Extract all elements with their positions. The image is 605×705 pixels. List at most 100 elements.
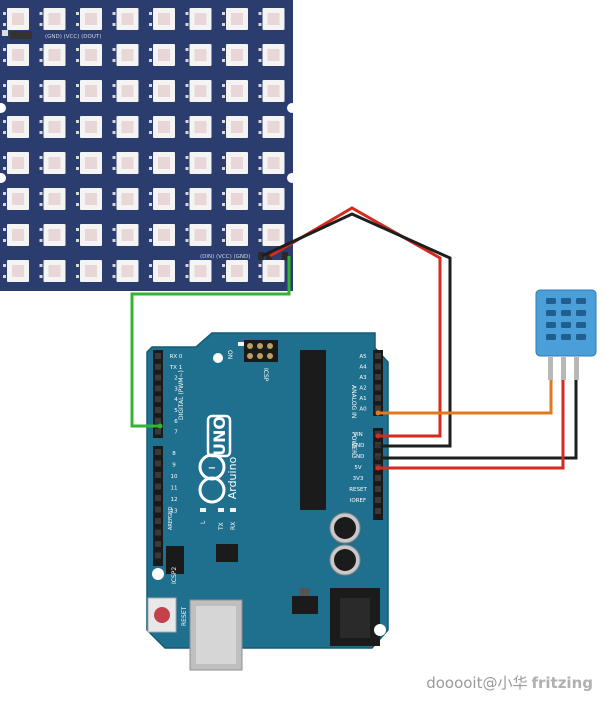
led-pixel xyxy=(185,224,212,246)
logo-minus: − xyxy=(208,463,216,474)
led-pixel xyxy=(149,188,175,210)
led-pixel xyxy=(149,8,175,30)
led-pixel xyxy=(258,260,285,282)
analog-pin-label: A3 xyxy=(359,375,367,381)
led-pixel xyxy=(149,116,175,138)
reset-label: RESET xyxy=(181,606,188,626)
grill-slot xyxy=(561,310,571,316)
digital-pin-label: TX 1 xyxy=(169,365,182,371)
led-pixel xyxy=(76,44,102,66)
junction-dot xyxy=(375,433,381,439)
uno-logo-frame xyxy=(206,414,232,458)
pin-hole xyxy=(375,508,381,514)
led-pixel xyxy=(258,224,285,246)
led-pixel xyxy=(76,8,102,30)
led-pixel xyxy=(185,152,212,174)
icsp-pin xyxy=(257,353,263,359)
digital-pin-label: 3 xyxy=(174,386,178,392)
dht-sensor xyxy=(535,289,597,380)
pin-hole xyxy=(155,407,161,413)
digital-header-top xyxy=(153,350,163,438)
junction-dot xyxy=(375,443,381,449)
led-pixel xyxy=(149,152,175,174)
junction-dot xyxy=(375,410,381,416)
analog-header xyxy=(373,350,383,416)
led-pixel xyxy=(258,80,285,102)
led-pixel xyxy=(76,116,102,138)
sensor-pin xyxy=(561,356,566,380)
led-pixel xyxy=(112,80,139,102)
power-pin-label: GND xyxy=(352,443,365,449)
analog-pin-label: A2 xyxy=(359,386,366,392)
grill-slot xyxy=(576,334,586,340)
digital-pin-label: 5 xyxy=(174,408,178,414)
led-pixel xyxy=(258,116,285,138)
led-pixel xyxy=(149,44,175,66)
led-pixel xyxy=(222,8,248,30)
arduino-pcb xyxy=(146,332,389,649)
wire-sensor-vcc-red xyxy=(378,380,565,470)
arduino-brand-text: Arduino xyxy=(226,456,239,499)
atmega-chip xyxy=(300,350,326,510)
led-pixel xyxy=(185,260,212,282)
led-pixel xyxy=(112,44,139,66)
grill-slot xyxy=(546,334,556,340)
digital-pin-label: 2 xyxy=(174,376,178,382)
led-pixel xyxy=(185,44,212,66)
matrix-top-label: (GND) (VCC) (DOUT) xyxy=(45,34,101,40)
digital-pin-label: RX 0 xyxy=(170,354,183,360)
led-matrix: (GND) (VCC) (DOUT) (DIN) (VCC) (GND) xyxy=(0,0,297,291)
l-led xyxy=(200,508,206,512)
power-pin-label: GND xyxy=(352,454,365,460)
led-pixel xyxy=(39,188,66,210)
pin-hole xyxy=(155,417,161,424)
watermark-author: dooooit@小华 xyxy=(426,674,528,692)
on-led xyxy=(238,342,244,346)
pin-hole xyxy=(155,552,161,559)
icsp-pin xyxy=(247,343,253,349)
led-pixel xyxy=(258,44,285,66)
led-pixel xyxy=(149,224,175,246)
grill-slot xyxy=(576,310,586,316)
pin-hole xyxy=(155,506,161,513)
pin-hole xyxy=(375,374,381,380)
tx-label: TX xyxy=(218,522,225,531)
led-pixel xyxy=(3,44,29,66)
tx-led xyxy=(218,508,224,512)
led-pixel xyxy=(258,8,285,30)
icsp-pins xyxy=(247,343,273,359)
icsp2-label: ICSP2 xyxy=(171,567,178,584)
capacitor xyxy=(329,512,361,544)
sensor-grill xyxy=(546,298,586,340)
matrix-bottom-label: (DIN) (VCC) (GND) xyxy=(200,254,250,260)
pin-hole xyxy=(155,518,161,524)
led-pixel xyxy=(3,224,29,246)
led-pixel xyxy=(222,152,248,174)
led-grid xyxy=(3,8,285,282)
pin-hole xyxy=(155,428,161,435)
digital-pin-label: 4 xyxy=(174,397,178,403)
led-pixel xyxy=(3,152,29,174)
usb-chip xyxy=(216,544,238,562)
mounting-hole xyxy=(287,103,297,113)
led-pixel xyxy=(222,44,248,66)
on-label: ON xyxy=(226,350,233,359)
digital-pin-label: 12 xyxy=(171,497,178,503)
analog-header-label: ANALOG IN xyxy=(350,385,357,418)
rx-label: RX xyxy=(230,522,237,530)
digital-pin-label: 13 xyxy=(171,509,178,515)
dc-jack-opening xyxy=(340,598,370,638)
led-pixel xyxy=(3,116,29,138)
led-pixel xyxy=(3,188,29,210)
power-pin-label: VIN xyxy=(353,432,363,438)
pin-hole xyxy=(375,395,381,401)
power-pin-label: RESET xyxy=(349,487,367,493)
power-header xyxy=(373,428,383,520)
voltage-regulator xyxy=(292,596,318,614)
arduino-mount-hole xyxy=(152,568,164,580)
led-pixel xyxy=(112,188,139,210)
digital-pin-label: 9 xyxy=(172,463,176,469)
led-pixel xyxy=(112,152,139,174)
